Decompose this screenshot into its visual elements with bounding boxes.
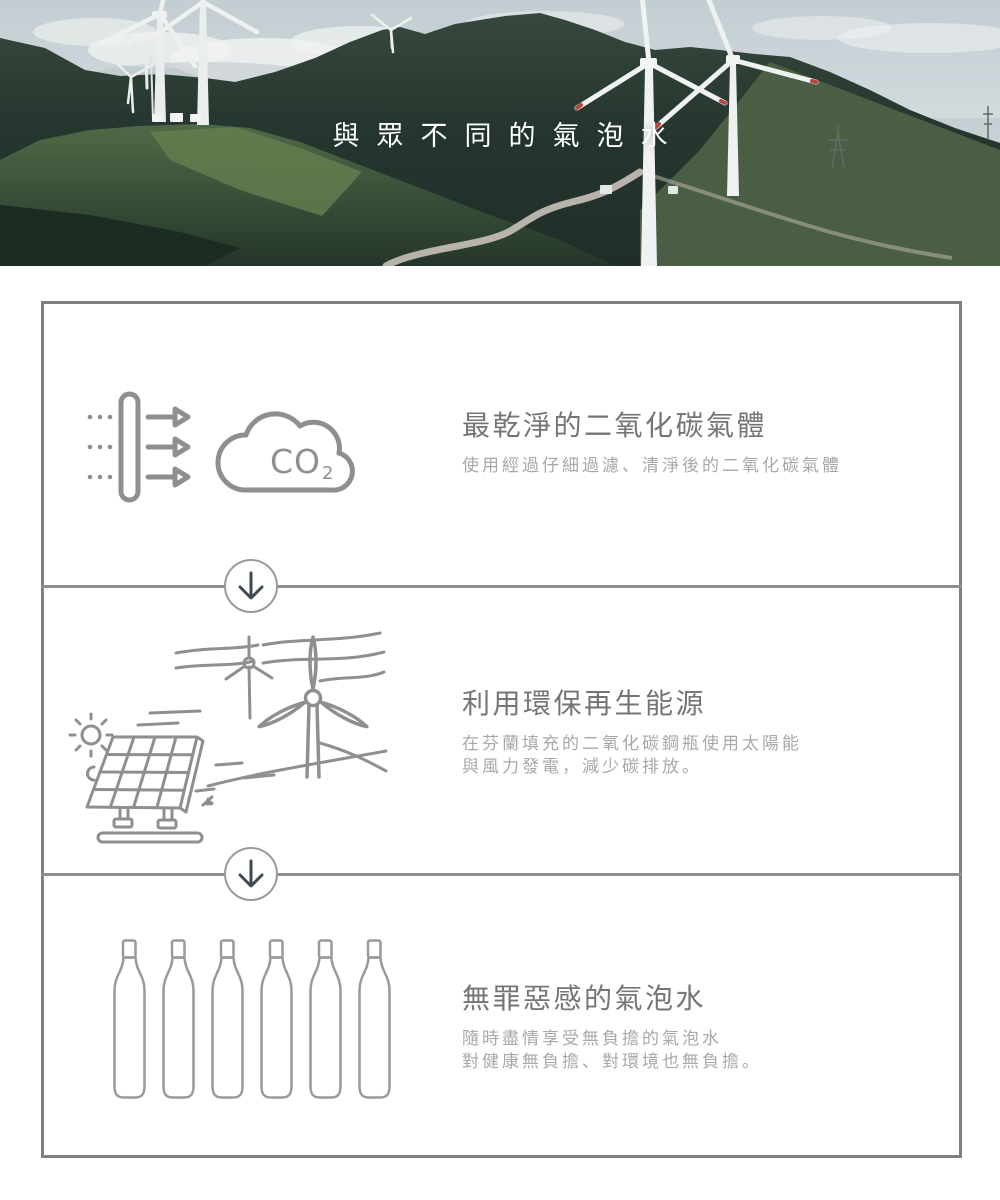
section-guilt-free: 無罪惡感的氣泡水 隨時盡情享受無負擔的氣泡水 對健康無負擔、對環境也無負擔。: [462, 982, 762, 1074]
section-heading: 無罪惡感的氣泡水: [462, 982, 707, 1015]
winding-road: [382, 168, 644, 266]
section-renewable: 利用環保再生能源 在芬蘭填充的二氧化碳鋼瓶使用太陽能 與風力發電，減少碳排放。: [462, 687, 802, 779]
section-co2: 最乾淨的二氧化碳氣體 使用經過仔細過濾、清淨後的二氧化碳氣體: [462, 409, 842, 478]
bottle: [260, 939, 293, 1099]
hero-banner: 與眾不同的氣泡水: [0, 0, 1000, 266]
gas-cylinders-icon: [113, 939, 391, 1099]
wind-turbines-center: [574, 0, 819, 266]
small-wind-turbine: [224, 635, 274, 720]
ground-lines: [136, 709, 388, 807]
terraced-fields: [0, 205, 240, 266]
bottle: [211, 939, 244, 1099]
bottle: [358, 939, 391, 1099]
bottle: [113, 939, 146, 1099]
hero-photo: [0, 0, 1000, 266]
co2-subscript: 2: [322, 463, 333, 484]
feature-box: CO 2 最乾淨的二氧化碳氣體 使用經過仔細過濾、清淨後的二氧化碳氣體: [41, 301, 962, 1158]
section-body: 在芬蘭填充的二氧化碳鋼瓶使用太陽能 與風力發電，減少碳排放。: [462, 733, 802, 779]
down-arrow-icon: [224, 847, 278, 901]
section-heading: 利用環保再生能源: [462, 687, 707, 720]
filter-dots: [87, 414, 113, 480]
wind-turbines-left: [97, 0, 260, 125]
power-lines: [174, 631, 386, 683]
body-line: 隨時盡情享受無負擔的氣泡水: [462, 1029, 722, 1050]
section-heading: 最乾淨的二氧化碳氣體: [462, 409, 768, 442]
solar-panel: [85, 735, 205, 844]
divider-line: [41, 585, 962, 588]
body-line: 與風力發電，減少碳排放。: [462, 757, 702, 778]
road-branch: [639, 170, 953, 260]
section-body: 使用經過仔細過濾、清淨後的二氧化碳氣體: [462, 455, 842, 478]
sunlit-patch: [150, 127, 362, 216]
body-line: 對健康無負擔、對環境也無負擔。: [462, 1052, 762, 1073]
body-line: 在芬蘭填充的二氧化碳鋼瓶使用太陽能: [462, 734, 802, 755]
filter-arrows: [145, 406, 191, 488]
bottle: [162, 939, 195, 1099]
body-line: 使用經過仔細過濾、清淨後的二氧化碳氣體: [462, 456, 842, 477]
down-arrow-icon: [224, 559, 278, 613]
filter-capsule: [118, 391, 141, 503]
divider-line: [41, 873, 962, 876]
letter-c-mark: [86, 765, 96, 782]
co2-filter-cloud-icon: CO 2: [87, 391, 355, 503]
cloud-outline: [215, 411, 355, 493]
transmission-tower: [828, 106, 993, 169]
co2-label: CO: [270, 442, 321, 481]
hero-title: 與眾不同的氣泡水: [332, 121, 685, 152]
wind-turbine-ridge: [370, 13, 413, 54]
large-wind-turbine: [257, 635, 369, 779]
section-body: 隨時盡情享受無負擔的氣泡水 對健康無負擔、對環境也無負擔。: [462, 1028, 762, 1074]
renewable-energy-icon: [68, 631, 388, 844]
bottle: [309, 939, 342, 1099]
sun-icon: [68, 712, 114, 758]
